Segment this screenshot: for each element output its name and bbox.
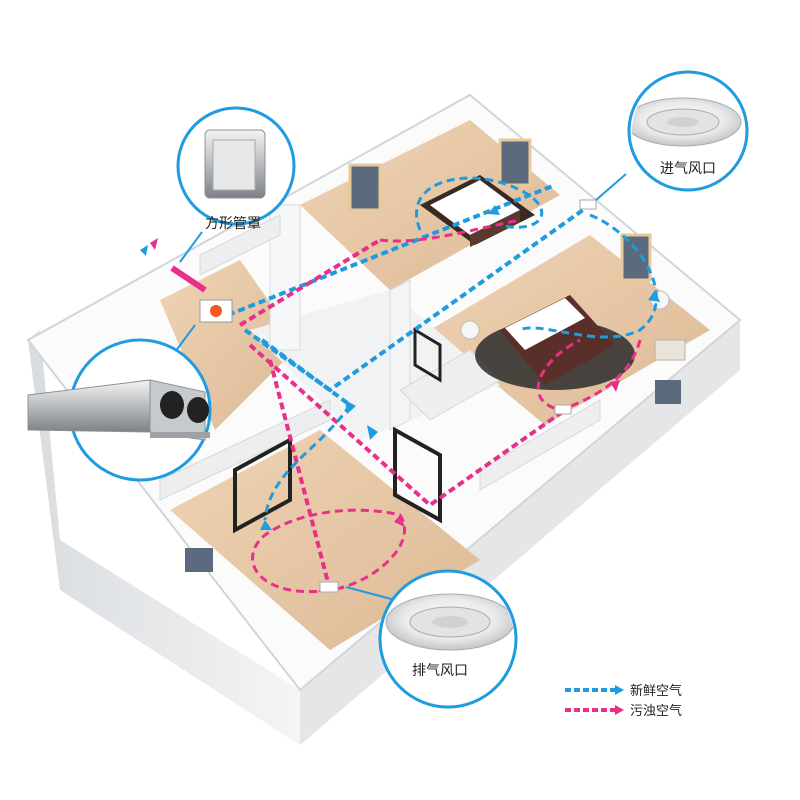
round-vent-icon — [625, 98, 741, 146]
legend-fresh-air-label: 新鲜空气 — [630, 683, 682, 699]
vent-marker-top — [580, 200, 596, 209]
legend-stale-air: 污浊空气 — [565, 703, 682, 719]
round-vent-icon-2 — [386, 594, 514, 650]
legend: 新鲜空气 污浊空气 — [565, 683, 682, 719]
square-cover-icon — [205, 130, 265, 198]
legend-stale-air-label: 污浊空气 — [630, 703, 682, 719]
legend-fresh-air: 新鲜空气 — [565, 683, 682, 699]
wall-2 — [390, 280, 410, 430]
stale-air-arrow-icon — [615, 705, 624, 715]
window-top-1 — [350, 165, 380, 210]
window-front-2 — [655, 380, 681, 404]
vent-marker-right — [555, 405, 571, 414]
window-front-1 — [185, 548, 213, 572]
window-right — [622, 235, 650, 280]
callout-intake-vent: 进气风口 — [596, 72, 747, 200]
exhaust-vent-label: 排气风口 — [412, 663, 468, 679]
fresh-air-arrow-icon — [615, 685, 624, 695]
lamp-1 — [461, 321, 479, 339]
vent-marker-living — [320, 582, 338, 592]
window-top-2 — [500, 140, 530, 185]
armchair — [655, 340, 685, 360]
unit-indicator — [210, 305, 222, 317]
intake-vent-label: 进气风口 — [660, 161, 716, 177]
square-cover-label: 方形管罩 — [205, 216, 261, 232]
ventilation-unit-icon — [28, 380, 210, 440]
